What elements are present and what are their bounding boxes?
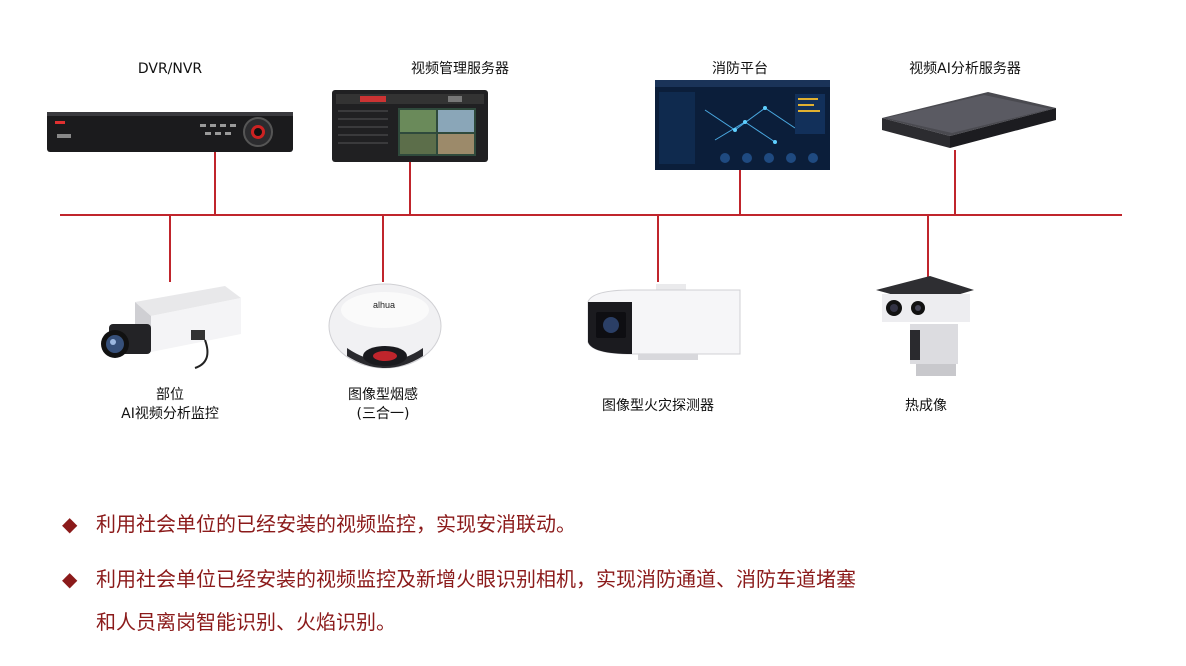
label-box-line1: 部位 [156,387,184,403]
label-thermal: 热成像 [905,398,947,414]
diamond-bullet-icon: ◆ [62,512,78,536]
box-camera-icon [101,286,241,369]
bullet-text-1: 利用社会单位的已经安装的视频监控，实现安消联动。 [96,512,576,536]
dvr-recorder-icon [47,112,293,152]
label-box-line2: AI视频分析监控 [121,406,219,422]
label-dvr: DVR/NVR [137,61,203,77]
fire-platform-screen-icon [655,80,830,170]
bullet-item-1: ◆ 利用社会单位的已经安装的视频监控，实现安消联动。 [62,507,576,541]
bullet-item-2: ◆ 利用社会单位已经安装的视频监控及新增火眼识别相机，实现消防通道、消防车道堵塞 [62,562,856,596]
bullet-text-2b: 和人员离岗智能识别、火焰识别。 [96,610,396,634]
label-ai: 视频AI分析服务器 [909,61,1021,77]
bullet-camera-icon [587,284,741,360]
fisheye-smoke-camera-icon: alhua [328,283,442,369]
label-smoke-line1: 图像型烟感 [348,387,418,403]
ai-analysis-server-icon [882,92,1056,148]
bullet-item-2-cont: 和人员离岗智能识别、火焰识别。 [96,605,396,639]
video-management-server-icon [332,90,488,162]
label-smoke-line2: (三合一) [356,406,410,422]
thermal-ptz-camera-icon [876,276,974,376]
label-vms: 视频管理服务器 [411,61,509,77]
label-fire: 消防平台 [712,61,768,77]
bullet-text-2a: 利用社会单位已经安装的视频监控及新增火眼识别相机，实现消防通道、消防车道堵塞 [96,567,856,591]
label-bullet: 图像型火灾探测器 [602,398,714,414]
fisheye-brand-text: alhua [373,300,395,310]
diamond-bullet-icon: ◆ [62,567,78,591]
